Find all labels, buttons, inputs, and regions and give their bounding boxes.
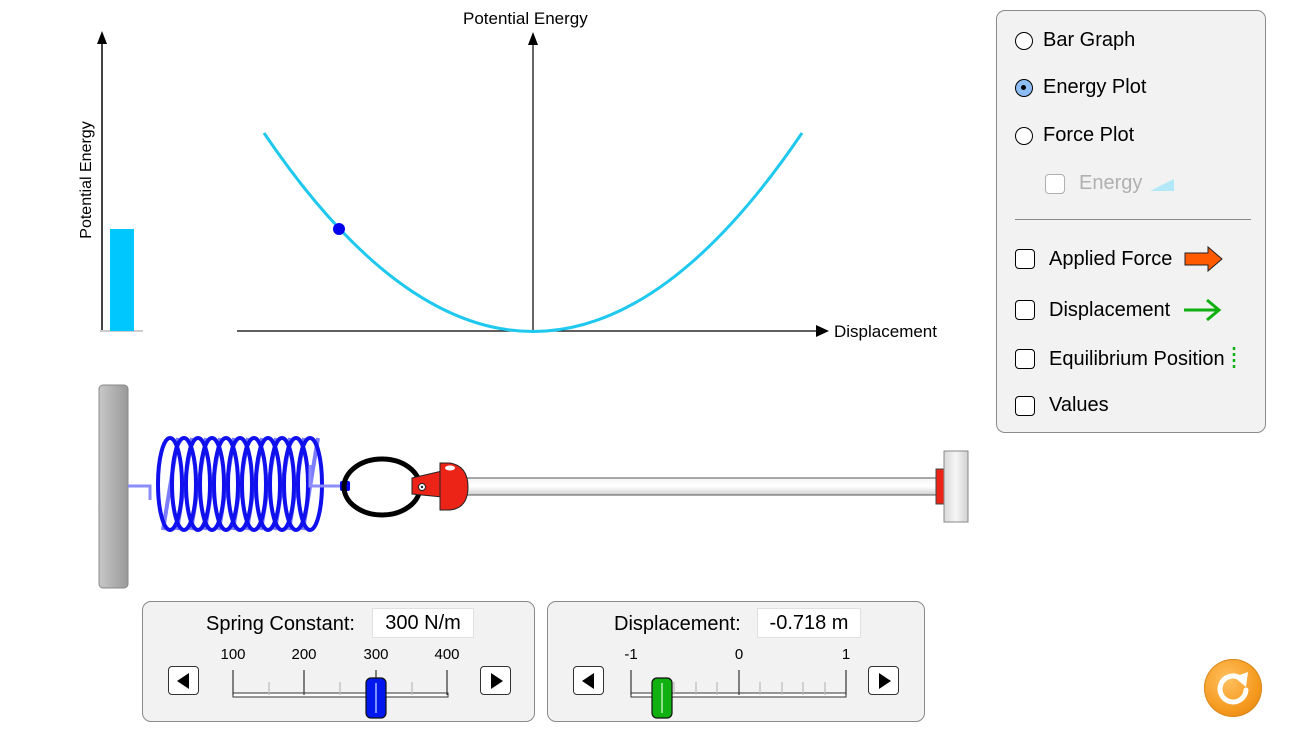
- left-triangle-icon: [582, 673, 594, 689]
- divider: [1015, 219, 1251, 220]
- pull-handle[interactable]: [411, 462, 469, 511]
- radio-button-selected[interactable]: [1015, 78, 1033, 97]
- pull-rod: [459, 477, 941, 496]
- radio-button[interactable]: [1015, 126, 1033, 145]
- radio-button[interactable]: [1015, 31, 1033, 50]
- control-panel: Bar Graph Energy Plot Force Plot Energy …: [996, 10, 1266, 433]
- spring-coils: [156, 436, 324, 532]
- checkbox-equilibrium-position[interactable]: Equilibrium Position: [1015, 346, 1237, 372]
- energy-plot-y-label: Potential Energy: [463, 9, 588, 28]
- option-label: Equilibrium Position: [1049, 347, 1225, 370]
- radio-energy-plot[interactable]: Energy Plot: [1015, 76, 1146, 99]
- checkbox[interactable]: [1015, 249, 1035, 269]
- tick-label: 200: [291, 646, 317, 663]
- spring-constant-control: Spring Constant: 300 N/m 100 200 300 400: [142, 601, 535, 722]
- checkbox-displacement[interactable]: Displacement: [1015, 297, 1222, 323]
- displacement-arrow-icon: [1184, 298, 1222, 322]
- spring-constant-label: Spring Constant:: [206, 613, 355, 635]
- option-label: Values: [1049, 394, 1109, 416]
- displacement-value: -0.718 m: [757, 608, 861, 638]
- decrease-spring-constant-button[interactable]: [168, 666, 199, 695]
- right-triangle-icon: [491, 673, 503, 689]
- checkbox[interactable]: [1015, 300, 1035, 320]
- option-label: Energy: [1079, 172, 1143, 194]
- decrease-displacement-button[interactable]: [573, 666, 604, 695]
- spring-constant-thumb[interactable]: [365, 677, 387, 719]
- energy-triangle-icon: [1150, 178, 1175, 191]
- hook-ring: [341, 456, 423, 518]
- tick-label: -1: [624, 646, 638, 663]
- energy-marker: [333, 223, 345, 235]
- increase-displacement-button[interactable]: [868, 666, 899, 695]
- radio-force-plot[interactable]: Force Plot: [1015, 124, 1134, 147]
- option-label: Bar Graph: [1043, 29, 1136, 51]
- tick-label: 300: [363, 646, 389, 663]
- displacement-label: Displacement:: [614, 613, 741, 635]
- left-triangle-icon: [177, 673, 189, 689]
- displacement-track[interactable]: [548, 602, 926, 723]
- reset-icon: [1217, 672, 1249, 705]
- tick-label: 1: [841, 646, 851, 663]
- right-stop-pad: [935, 468, 945, 505]
- option-label: Energy Plot: [1043, 76, 1147, 98]
- left-wall: [98, 384, 129, 589]
- energy-plot-x-label: Displacement: [834, 322, 937, 341]
- option-label: Force Plot: [1043, 124, 1135, 146]
- spring-constant-track[interactable]: [143, 602, 536, 723]
- checkbox[interactable]: [1015, 349, 1035, 369]
- tick-label: 0: [734, 646, 744, 663]
- checkbox-values[interactable]: Values: [1015, 394, 1109, 417]
- checkbox: [1045, 173, 1065, 194]
- radio-bar-graph[interactable]: Bar Graph: [1015, 29, 1135, 52]
- right-triangle-icon: [879, 673, 891, 689]
- checkbox-energy-disabled: Energy: [1045, 172, 1176, 195]
- tick-label: 100: [220, 646, 246, 663]
- tick-label: 400: [434, 646, 460, 663]
- right-wall: [943, 450, 969, 523]
- displacement-thumb[interactable]: [651, 677, 673, 719]
- displacement-control: Displacement: -0.718 m -1 0 1: [547, 601, 925, 722]
- equilibrium-dotted-line-icon: [1232, 347, 1235, 371]
- potential-energy-bar: [110, 229, 134, 331]
- reset-button[interactable]: [1204, 659, 1262, 717]
- option-label: Displacement: [1049, 298, 1171, 321]
- checkbox-applied-force[interactable]: Applied Force: [1015, 245, 1224, 273]
- increase-spring-constant-button[interactable]: [480, 666, 511, 695]
- option-label: Applied Force: [1049, 247, 1173, 270]
- checkbox[interactable]: [1015, 395, 1035, 416]
- applied-force-arrow-icon: [1184, 245, 1224, 273]
- spring-constant-value: 300 N/m: [372, 608, 474, 638]
